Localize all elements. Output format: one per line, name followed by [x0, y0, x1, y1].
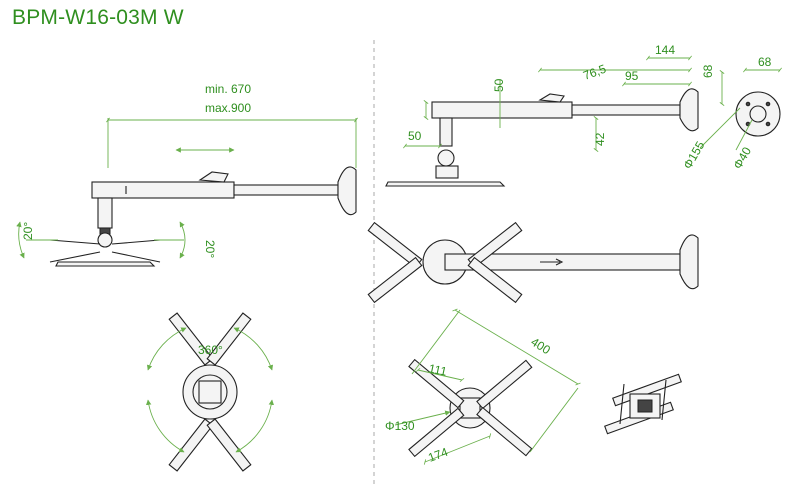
dim-95: 95 [625, 69, 639, 83]
dim-42: 42 [593, 132, 607, 146]
length-min-label: min. 670 [205, 82, 251, 96]
wall-plate-face [735, 91, 781, 137]
page-title: BPM-W16-03M W [12, 6, 184, 29]
dim-174: 174 [426, 445, 450, 465]
dim-outer-arm [431, 101, 573, 119]
lock-lever [198, 171, 229, 183]
dim-68-top: 68 [758, 55, 772, 69]
wall-plate [337, 166, 357, 216]
dim-50-bottom: 50 [408, 129, 422, 143]
dim-144: 144 [655, 43, 675, 57]
phi-130-label: Φ130 [385, 419, 415, 433]
inner-arm-tube [233, 184, 339, 196]
rotation-arm-1 [168, 312, 214, 366]
rotation-arm-4 [206, 418, 252, 472]
drop-tube [97, 197, 113, 229]
phi-155-label: Φ155 [680, 139, 707, 172]
top-view-arm [367, 221, 699, 304]
rotation-label: 360° [198, 343, 223, 357]
rotation-view: 360° [145, 312, 275, 472]
rotation-arm-3 [168, 418, 214, 472]
tilt-left-label: 20° [21, 222, 35, 240]
dim-68-side: 68 [701, 64, 715, 78]
dim-400: 400 [528, 335, 553, 358]
rotation-hub [182, 364, 238, 420]
dim-50-top: 50 [492, 78, 506, 92]
length-max-label: max.900 [205, 101, 251, 115]
dim-inner-arm [571, 104, 681, 116]
bracket-dimension-view: 400 111 Φ130 174 [385, 308, 581, 465]
outer-arm-tube [91, 181, 235, 199]
tilt-right-label: 20° [203, 240, 217, 258]
phi-40-label: Φ40 [730, 144, 754, 171]
dim-111: 111 [427, 361, 448, 379]
rotation-arm-2 [206, 312, 252, 366]
bracket-3d-view [604, 373, 682, 435]
bracket-plate [55, 261, 156, 267]
ball-joint [97, 232, 113, 248]
dim-76-5: 76,5 [581, 62, 608, 83]
side-view: min. 670 max.900 20° 20° [16, 82, 358, 267]
dimensioned-side-view: 50 50 42 144 76,5 95 68 68 Φ155 Φ40 [385, 43, 782, 187]
